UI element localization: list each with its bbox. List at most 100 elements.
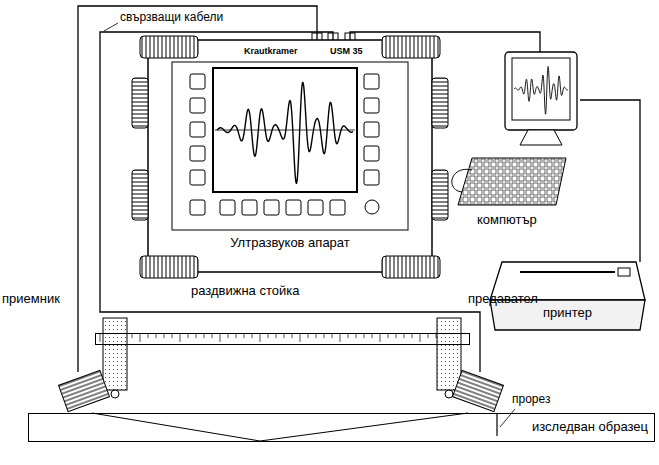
- transmitter-label: предавател: [468, 292, 538, 307]
- scale-tick: [308, 334, 309, 338]
- scale-tick: [412, 334, 413, 338]
- scale-tick: [212, 334, 213, 338]
- paper-slot: [520, 271, 615, 273]
- printer-label: принтер: [490, 306, 645, 321]
- scale-tick: [364, 334, 365, 338]
- monitor: [505, 52, 577, 130]
- panel-button: [190, 74, 205, 89]
- panel-button: [364, 170, 379, 185]
- scale-tick: [260, 334, 261, 342]
- stand-label: раздвижна стойка: [191, 284, 299, 299]
- scale-tick: [196, 334, 197, 338]
- panel-button: [220, 200, 235, 215]
- connecting-cable: [100, 32, 480, 372]
- waveform: [514, 66, 568, 114]
- bumper: [382, 36, 440, 58]
- stand-post: [103, 318, 127, 390]
- handle: [132, 170, 148, 220]
- panel-button: [364, 74, 379, 89]
- specimen-label: изследван образец: [532, 420, 648, 435]
- scale-tick: [140, 334, 141, 342]
- scale-tick: [236, 334, 237, 338]
- scale-tick: [252, 334, 253, 338]
- scale-tick: [292, 334, 293, 338]
- device-body: [148, 40, 432, 272]
- computer-figure: [452, 52, 577, 205]
- computer: компютър: [455, 52, 580, 232]
- cable-label: свързващи кабели: [120, 11, 223, 25]
- test-specimen: изследван образец: [28, 413, 655, 442]
- model-name: USM 35: [330, 46, 363, 56]
- scale-tick: [228, 334, 229, 338]
- mouse-cable: [452, 169, 472, 192]
- screen: [213, 68, 357, 192]
- scale-tick: [100, 334, 101, 342]
- bumper: [140, 36, 198, 58]
- leader-line: [104, 23, 118, 31]
- monitor-stand: [520, 130, 562, 145]
- scale-tick: [148, 334, 149, 338]
- receiver-probe: [59, 370, 110, 411]
- scale-tick: [380, 334, 381, 342]
- scale-tick: [180, 334, 181, 342]
- panel-button: [286, 200, 301, 215]
- scale-tick: [132, 334, 133, 338]
- scale-tick: [244, 334, 245, 338]
- slit-label: прорез: [512, 393, 550, 407]
- scale-tick: [268, 334, 269, 338]
- scale-tick: [428, 334, 429, 338]
- scale-ticks: [100, 334, 460, 342]
- panel-button: [330, 200, 345, 215]
- scale-tick: [172, 334, 173, 338]
- scale-tick: [276, 334, 277, 338]
- scale-tick: [332, 334, 333, 338]
- bumper: [140, 256, 198, 278]
- scale-tick: [396, 334, 397, 338]
- panel-button: [308, 200, 323, 215]
- scale-tick: [284, 334, 285, 338]
- panel-button: [190, 146, 205, 161]
- panel-button: [364, 146, 379, 161]
- handle: [432, 170, 448, 220]
- scale-tick: [220, 334, 221, 342]
- scale-tick: [372, 334, 373, 338]
- brand-name: Krautkramer: [244, 46, 298, 56]
- receiver: приемник: [55, 372, 115, 412]
- panel-button: [364, 122, 379, 137]
- ultrasound-device: Krautkramer USM 35 Ултразвуков апарат: [148, 40, 432, 272]
- ultrasound-device: [132, 33, 448, 278]
- handle: [132, 78, 148, 128]
- monitor-screen: [512, 58, 570, 120]
- device-label: Ултразвуков апарат: [148, 236, 432, 251]
- panel-button: [242, 200, 257, 215]
- buttons: [190, 74, 379, 215]
- pivot: [445, 390, 453, 398]
- waveform: [217, 82, 353, 183]
- connecting-cable: [78, 6, 317, 372]
- transmitter: предавател: [450, 372, 500, 412]
- handle: [432, 78, 448, 128]
- scale-tick: [348, 334, 349, 338]
- scale-tick: [420, 334, 421, 342]
- sliding-stand: раздвижна стойка: [95, 333, 470, 345]
- receiver-label: приемник: [2, 292, 60, 307]
- keyboard: [458, 158, 566, 205]
- slit: [496, 413, 497, 436]
- pivot: [111, 390, 119, 398]
- stand-post: [437, 318, 461, 390]
- scale-tick: [356, 334, 357, 338]
- scale-tick: [324, 334, 325, 338]
- transmitter-probe: [453, 370, 504, 411]
- scale-tick: [340, 334, 341, 342]
- panel-button: [190, 98, 205, 113]
- panel-knob: [365, 200, 379, 214]
- scale-tick: [156, 334, 157, 338]
- printer-panel: [618, 268, 630, 276]
- bumper: [382, 256, 440, 278]
- panel-button: [264, 200, 279, 215]
- scale-tick: [204, 334, 205, 338]
- connecting-cable: [350, 32, 540, 52]
